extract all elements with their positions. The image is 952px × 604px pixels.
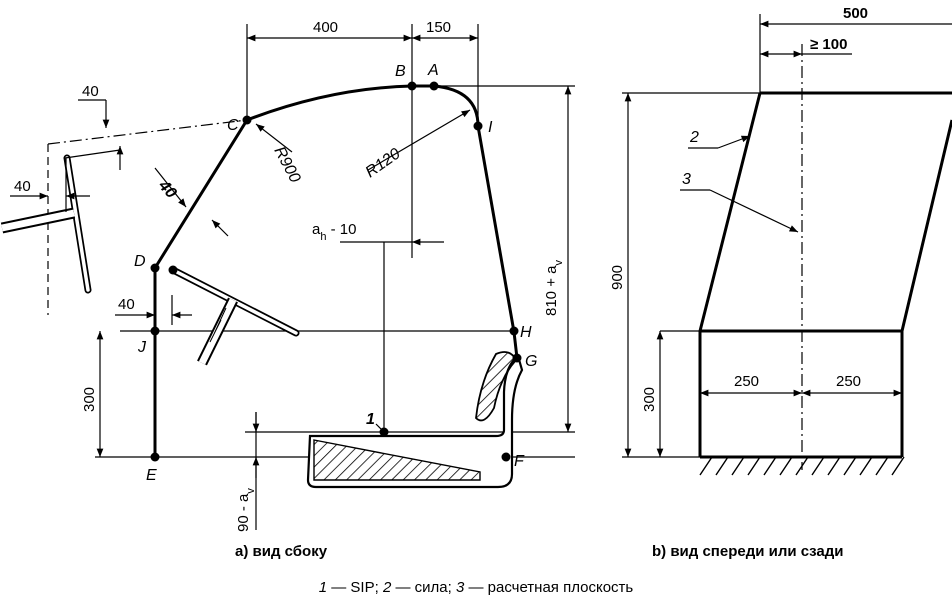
point-f-label: F [514, 453, 525, 470]
envelope-contour [153, 84, 519, 457]
dim-40-d: 40 [118, 296, 135, 313]
point-e-label: E [146, 467, 157, 484]
dim-top-400: 400 [313, 19, 338, 36]
dim-radius-900: R900 [270, 144, 303, 186]
dim-500: 500 [843, 5, 868, 22]
front-view: 500 ≥ 100 900 300 250 250 2 3 b) вид спе… [609, 5, 952, 560]
dim-250-left: 250 [734, 373, 759, 390]
front-envelope [698, 92, 952, 457]
point-j-dot [150, 326, 160, 336]
dim-ge-100: ≥ 100 [810, 36, 847, 53]
point-d2-dot [168, 265, 178, 275]
side-view: 400 150 R900 R120 ah - 10 810 + av 300 9… [0, 19, 575, 560]
dim-40-left: 40 [14, 178, 31, 195]
dim-300-front: 300 [641, 387, 658, 412]
figure-legend: 1 — SIP; 2 — сила; 3 — расчетная плоскос… [319, 579, 634, 596]
point-a-label: A [427, 62, 439, 79]
side-steering-wheel-rear [0, 154, 92, 294]
point-g-dot [512, 353, 522, 363]
point-i-dot [473, 121, 483, 131]
point-c-dot [242, 115, 252, 125]
point-b-label: B [395, 63, 406, 80]
point-c-label: C [227, 117, 239, 134]
point-d-dot [150, 263, 160, 273]
sip-label: 1 [366, 411, 375, 428]
dim-90-minus-av: 90 - av [235, 488, 257, 532]
dim-300-side: 300 [81, 387, 98, 412]
ground-hatch [699, 456, 905, 476]
point-g-label: G [525, 353, 537, 370]
point-h-label: H [520, 324, 532, 341]
dim-40-top: 40 [82, 83, 99, 100]
dim-900: 900 [609, 265, 626, 290]
backrest-hatch [475, 351, 518, 422]
label-3-plane: 3 [682, 171, 691, 188]
dim-810-plus-av: 810 + av [543, 260, 565, 316]
point-h-dot [509, 326, 519, 336]
caption-side-view: a) вид сбоку [235, 543, 328, 560]
reference-dashdot-line [47, 119, 248, 145]
point-e-dot [150, 452, 160, 462]
dim-250-right: 250 [836, 373, 861, 390]
point-i-label: I [488, 119, 493, 136]
seat-cushion-hatch [313, 439, 481, 481]
caption-front-view: b) вид спереди или сзади [652, 543, 843, 560]
point-b-dot [407, 81, 417, 91]
dim-40-diagonal: 40 [154, 177, 179, 202]
point-f-dot [501, 452, 511, 462]
point-a-dot [429, 81, 439, 91]
label-2-force: 2 [689, 129, 699, 146]
dim-ah-minus-10: ah - 10 [312, 221, 356, 243]
point-j-label: J [137, 339, 147, 356]
side-steering-wheel [169, 266, 300, 366]
point-d-label: D [134, 253, 146, 270]
dim-radius-120: R120 [363, 145, 404, 181]
dim-top-150: 150 [426, 19, 451, 36]
